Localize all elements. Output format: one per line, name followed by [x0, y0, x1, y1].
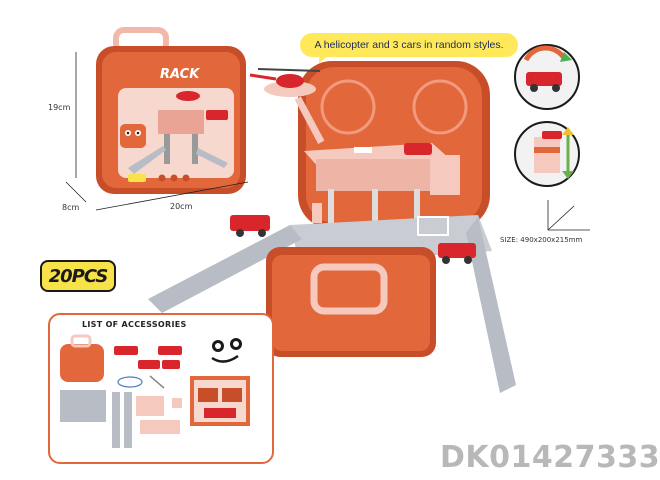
detail-truck-circle	[514, 44, 580, 110]
box-width-label: 20cm	[170, 202, 193, 211]
pieces-badge: 20PCS	[40, 260, 116, 292]
callout-bubble: A helicopter and 3 cars in random styles…	[300, 33, 518, 57]
playset-image	[148, 61, 516, 393]
product-code: DK01427333	[440, 440, 660, 475]
box-depth-label: 8cm	[62, 203, 80, 212]
accessories-items	[60, 334, 250, 448]
size-arrows	[547, 200, 590, 231]
product-box-image: RACK	[96, 27, 246, 194]
detail-elevator-circle	[514, 121, 580, 187]
box-height-label: 19cm	[48, 103, 71, 112]
accessories-title: LIST OF ACCESSORIES	[82, 320, 187, 329]
box-logo: RACK	[160, 67, 200, 82]
callout-text: A helicopter and 3 cars in random styles…	[314, 39, 504, 51]
pieces-badge-label: 20PCS	[48, 265, 109, 287]
size-label: SIZE: 490x200x215mm	[500, 236, 583, 244]
box-dimension-lines	[65, 52, 249, 211]
